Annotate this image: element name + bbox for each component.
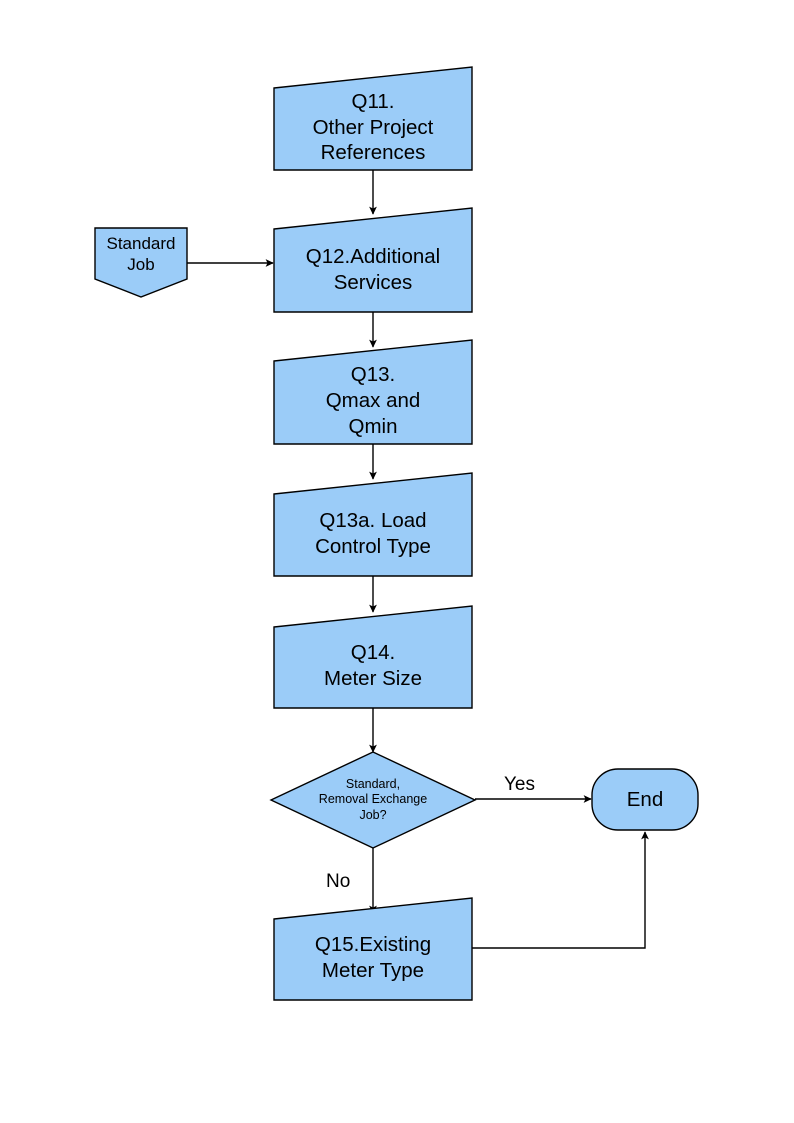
edge-label-yes: Yes bbox=[504, 774, 535, 795]
node-q11-shape[interactable] bbox=[273, 66, 473, 171]
node-q15-shape[interactable] bbox=[273, 897, 473, 1001]
node-decision-shape[interactable] bbox=[269, 751, 477, 849]
connector-layer bbox=[187, 170, 649, 949]
node-q13a-shape[interactable] bbox=[273, 472, 473, 577]
edge-q15-end bbox=[472, 831, 649, 949]
node-q14-shape[interactable] bbox=[273, 605, 473, 709]
node-end-shape[interactable] bbox=[591, 768, 699, 831]
node-q12-shape[interactable] bbox=[273, 207, 473, 313]
node-q13-shape[interactable] bbox=[273, 339, 473, 445]
node-layer bbox=[94, 66, 699, 1001]
node-standard-job-shape[interactable] bbox=[94, 227, 188, 298]
edge-label-no: No bbox=[326, 871, 351, 892]
